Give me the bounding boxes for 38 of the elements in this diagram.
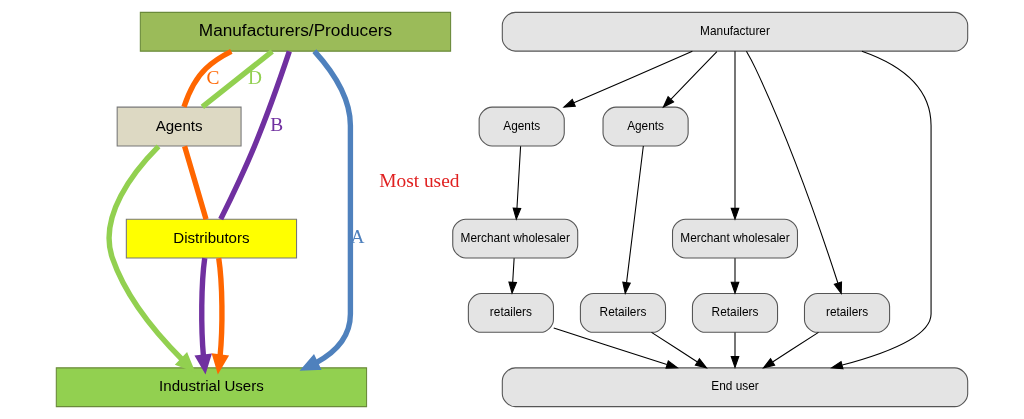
arrow bbox=[651, 331, 708, 369]
arrow bbox=[553, 327, 679, 369]
label: Most used bbox=[379, 170, 460, 192]
arrow bbox=[745, 50, 843, 295]
node-box: Merchant wholesaler bbox=[452, 218, 579, 259]
node-box: Manufacturer bbox=[501, 11, 969, 52]
arrow bbox=[762, 331, 819, 369]
connector bbox=[182, 145, 209, 220]
node-box: Manufacturers/Producers bbox=[139, 11, 452, 52]
edge-label: C bbox=[206, 66, 220, 88]
node-box: End user bbox=[501, 367, 969, 408]
arrow bbox=[512, 145, 522, 221]
connector bbox=[181, 48, 233, 108]
arrow bbox=[211, 257, 230, 375]
arrow bbox=[730, 257, 740, 295]
connector bbox=[200, 49, 274, 110]
arrow bbox=[562, 50, 693, 108]
node-box: Merchant wholesaler bbox=[672, 218, 798, 259]
arrow bbox=[194, 257, 212, 375]
node-box: Agents bbox=[602, 106, 689, 147]
node-box: Agents bbox=[116, 106, 242, 147]
edge-label: D bbox=[248, 66, 263, 88]
connector bbox=[218, 50, 292, 221]
arrow bbox=[830, 50, 932, 370]
node-box: Retailers bbox=[579, 293, 667, 333]
arrow bbox=[730, 332, 740, 370]
arrow bbox=[299, 49, 354, 371]
node-box: Retailers bbox=[691, 293, 779, 333]
arrow bbox=[622, 145, 644, 295]
node-box: Agents bbox=[478, 106, 565, 147]
arrow bbox=[508, 257, 518, 295]
arrow bbox=[662, 51, 718, 109]
edge-label: B bbox=[270, 114, 284, 136]
arrow bbox=[730, 50, 740, 221]
node-box: Distributors bbox=[125, 218, 298, 259]
node-box: retailers bbox=[803, 293, 891, 333]
node-box: retailers bbox=[467, 293, 554, 333]
node-box: Industrial Users bbox=[55, 367, 368, 408]
